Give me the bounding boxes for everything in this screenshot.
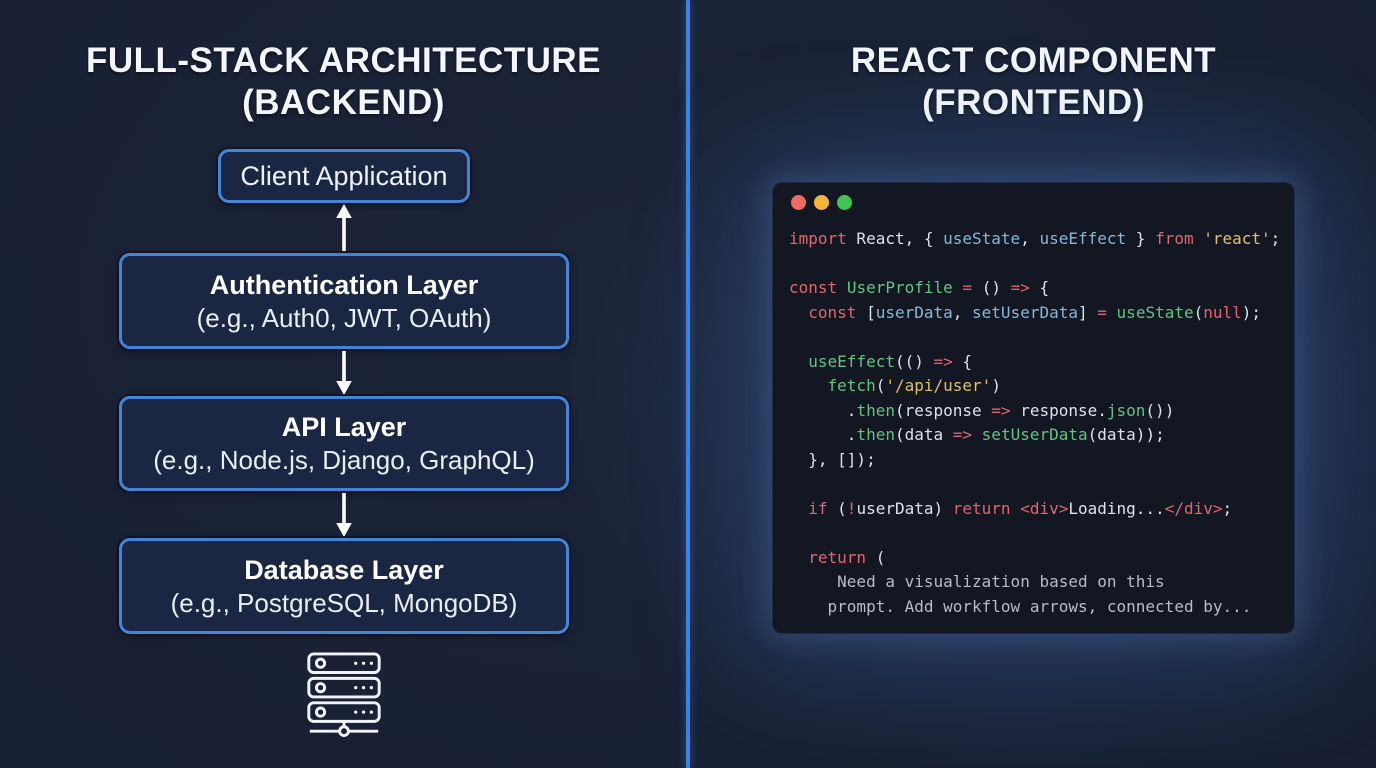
code-line: return ( [808,547,886,567]
panel-divider [686,0,690,768]
backend-title-line1: FULL-STACK ARCHITECTURE [85,41,602,80]
backend-title-line2: (BACKEND) [242,83,445,122]
code-line [789,252,1278,277]
flow-box-client: Client Application [218,149,470,203]
code-block: import React, { useState, useEffect } fr… [789,227,1281,619]
frontend-title-line1: REACT COMPONENT [850,41,1217,80]
traffic-light-close-icon [791,195,806,210]
arrow-down-icon [336,351,352,395]
flow-box-api: API Layer (e.g., Node.js, Django, GraphQ… [119,396,569,491]
code-line: const [userData, setUserData] = useState… [808,302,1262,322]
code-line: import React, { useState, useEffect } fr… [789,229,1281,248]
flow-box-authentication-label: Authentication Layer [209,269,479,300]
flow-box-client-label: Client Application [240,160,448,191]
code-line: .then(response => response.json()) [789,400,1175,420]
code-line: }, []); [789,449,876,469]
flow-box-authentication: Authentication Layer (e.g., Auth0, JWT, … [119,253,569,349]
flow-box-database: Database Layer (e.g., PostgreSQL, MongoD… [119,538,569,634]
backend-title: FULL-STACK ARCHITECTURE (BACKEND) [0,40,687,124]
code-line [789,325,1278,350]
code-line: fetch('/api/user') [827,376,1001,395]
arrow-up-icon [336,204,352,251]
traffic-light-maximize-icon [837,195,852,210]
code-line: prompt. Add workflow arrows, connected b… [789,596,1252,616]
code-line: Need a visualization based on this [789,572,1165,591]
frontend-title-line2: (FRONTEND) [922,83,1145,122]
code-line: useEffect(() => { [808,351,973,371]
code-line [789,472,1278,497]
frontend-title: REACT COMPONENT (FRONTEND) [691,40,1376,124]
code-line: const UserProfile = () => { [789,278,1050,297]
code-line [789,521,1278,546]
window-controls [789,195,1278,210]
flow-box-database-sublabel: (e.g., PostgreSQL, MongoDB) [170,587,518,618]
flow-box-authentication-sublabel: (e.g., Auth0, JWT, OAuth) [196,302,492,333]
flow-box-database-label: Database Layer [244,554,444,585]
flow-box-api-sublabel: (e.g., Node.js, Django, GraphQL) [153,445,535,475]
server-stack-icon [307,652,381,738]
traffic-light-minimize-icon [814,195,829,210]
code-line: .then(data => setUserData(data)); [789,425,1165,444]
code-editor-window: import React, { useState, useEffect } fr… [772,182,1295,634]
code-line: if (!userData) return <div>Loading...</d… [808,498,1233,518]
flow-box-api-label: API Layer [281,412,407,442]
arrow-down-icon [336,493,352,537]
